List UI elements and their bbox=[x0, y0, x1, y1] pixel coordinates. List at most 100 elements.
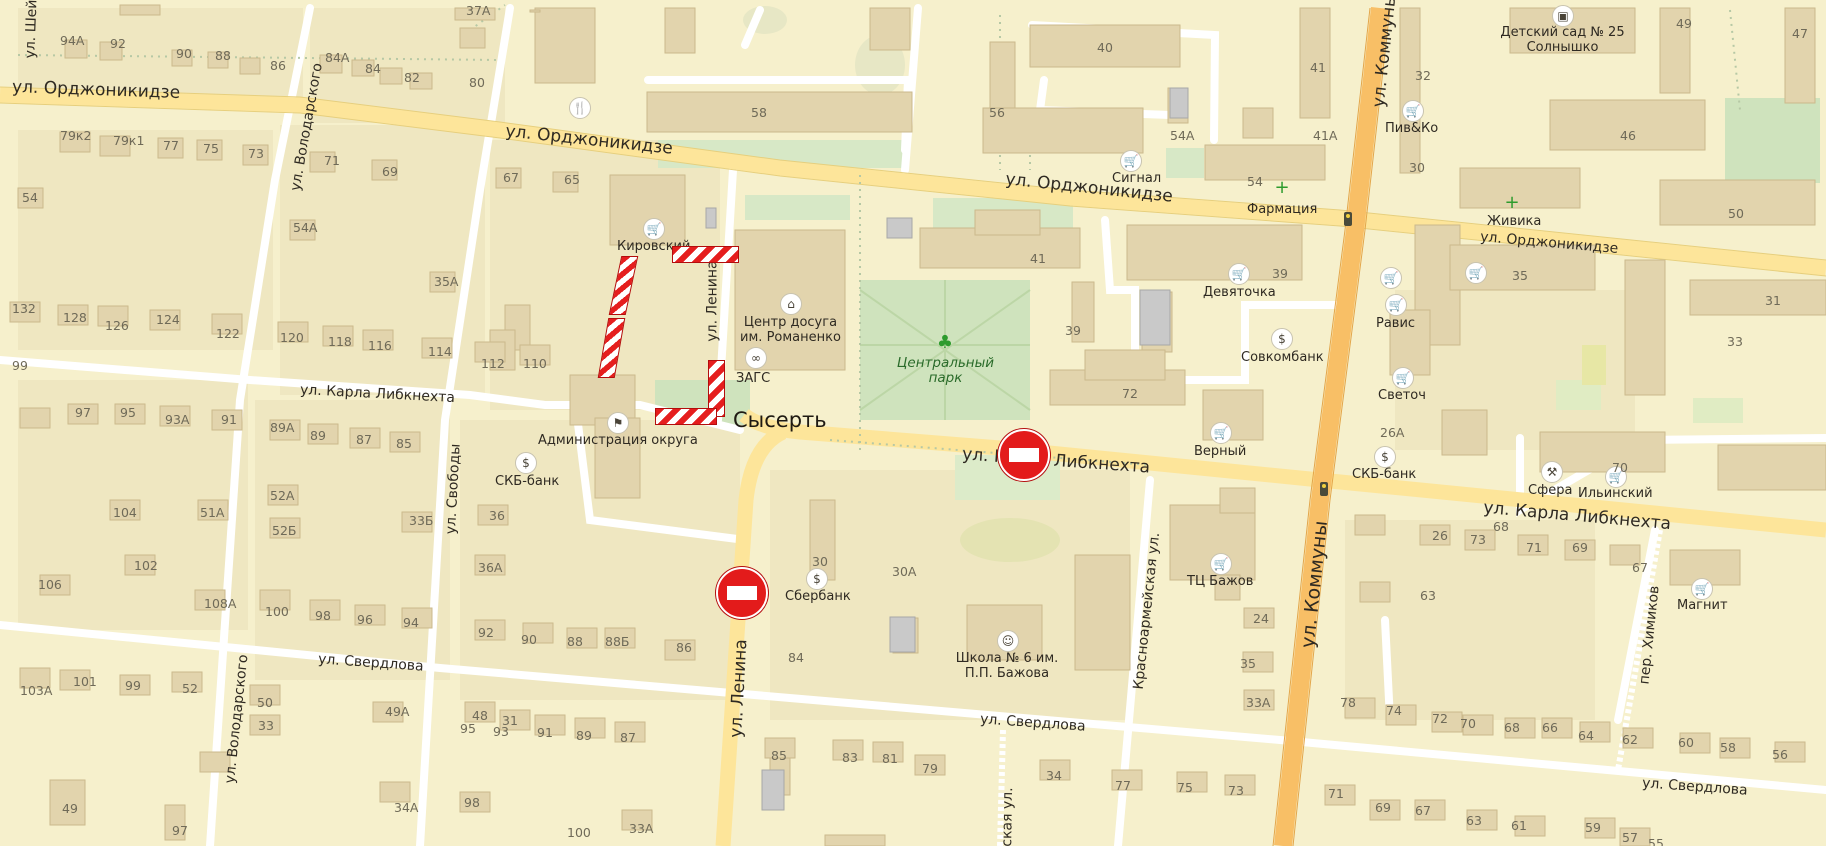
house-number: 77 bbox=[1115, 778, 1131, 793]
park-label[interactable]: Центральный парк bbox=[896, 355, 995, 386]
house-number: 69 bbox=[1572, 540, 1588, 555]
poi-skb-bank-1[interactable]: СКБ-банк bbox=[495, 474, 560, 489]
road-barrier[interactable] bbox=[672, 246, 739, 263]
cart-icon[interactable]: 🛒 bbox=[1465, 262, 1487, 284]
house-number: 33А bbox=[629, 821, 654, 836]
flag-icon[interactable]: ⚑ bbox=[607, 412, 629, 434]
cart-icon[interactable]: 🛒 bbox=[1228, 263, 1250, 285]
poi-administraciya[interactable]: Администрация округа bbox=[538, 433, 698, 448]
house-number: 73 bbox=[1228, 783, 1244, 798]
major-roads bbox=[0, 87, 1826, 846]
poi-sovkombank[interactable]: Совкомбанк bbox=[1241, 350, 1324, 365]
cart-icon[interactable]: 🛒 bbox=[643, 218, 665, 240]
no-entry-sign[interactable] bbox=[998, 429, 1050, 481]
house-number: 35 bbox=[1512, 268, 1528, 283]
pharmacy-icon[interactable]: + bbox=[1504, 192, 1520, 213]
museum-icon[interactable]: ⌂ bbox=[780, 293, 802, 315]
street-label-krasnoarmeiskaya-2: ская ул. bbox=[999, 787, 1017, 846]
buildings bbox=[49, 4, 1826, 846]
poi-tc-bazhov[interactable]: ТЦ Бажов bbox=[1187, 574, 1254, 589]
house-number: 97 bbox=[172, 823, 188, 838]
house-number: 126 bbox=[105, 318, 129, 333]
poi-signal[interactable]: Сигнал bbox=[1112, 171, 1162, 186]
poi-ilyinsky[interactable]: Ильинский bbox=[1578, 486, 1653, 501]
cart-icon[interactable]: 🛒 bbox=[1605, 466, 1627, 488]
poi-shkola[interactable]: Школа № 6 им. П.П. Бажова bbox=[955, 651, 1059, 681]
cart-icon[interactable]: 🛒 bbox=[1691, 578, 1713, 600]
kindergarten-icon[interactable]: ▣ bbox=[1552, 5, 1574, 27]
dollar-icon[interactable]: $ bbox=[515, 452, 537, 474]
poi-pivko[interactable]: Пив&Ко bbox=[1385, 121, 1439, 136]
house-number: 49 bbox=[1676, 16, 1692, 31]
house-number: 90 bbox=[521, 632, 537, 647]
poi-centr-dosuga[interactable]: Центр досуга им. Романенко bbox=[740, 315, 841, 345]
poi-sfera[interactable]: Сфера bbox=[1528, 483, 1573, 498]
house-number: 78 bbox=[1340, 695, 1356, 710]
house-number: 49 bbox=[62, 801, 78, 816]
house-number: 73 bbox=[1470, 532, 1486, 547]
pharmacy-icon[interactable]: + bbox=[1274, 177, 1290, 198]
house-number: 74 bbox=[1386, 703, 1402, 718]
house-number: 85 bbox=[396, 436, 412, 451]
house-number: 46 bbox=[1620, 128, 1636, 143]
house-number: 71 bbox=[324, 153, 340, 168]
no-entry-sign[interactable] bbox=[716, 567, 768, 619]
poi-detsky-sad[interactable]: Детский сад № 25 Солнышко bbox=[1500, 25, 1625, 55]
poi-skb-bank-2[interactable]: СКБ-банк bbox=[1352, 467, 1417, 482]
park-tree-icon[interactable]: ♣ bbox=[936, 332, 954, 353]
poi-zags[interactable]: ЗАГС bbox=[736, 371, 771, 386]
cart-icon[interactable]: 🛒 bbox=[1385, 294, 1407, 316]
house-number: 55 bbox=[1648, 836, 1664, 846]
restaurant-icon[interactable]: 🍴 bbox=[569, 97, 591, 119]
house-number: 34А bbox=[394, 800, 419, 815]
house-number: 63 bbox=[1466, 813, 1482, 828]
cart-icon[interactable]: 🛒 bbox=[1210, 422, 1232, 444]
house-number: 112 bbox=[481, 356, 505, 371]
house-number: 84 bbox=[365, 61, 381, 76]
house-number: 79к1 bbox=[113, 133, 145, 148]
poi-farmaciya[interactable]: Фармация bbox=[1247, 202, 1318, 217]
house-number: 49А bbox=[385, 704, 410, 719]
house-number: 108А bbox=[204, 596, 237, 611]
house-number: 50 bbox=[257, 695, 273, 710]
cart-icon[interactable]: 🛒 bbox=[1120, 150, 1142, 172]
cart-icon[interactable]: 🛒 bbox=[1380, 267, 1402, 289]
dollar-icon[interactable]: $ bbox=[1271, 328, 1293, 350]
house-number: 69 bbox=[1375, 800, 1391, 815]
house-number: 63 bbox=[1420, 588, 1436, 603]
house-number: 96 bbox=[357, 612, 373, 627]
house-number: 24 bbox=[1253, 611, 1269, 626]
dollar-icon[interactable]: $ bbox=[806, 568, 828, 590]
dollar-icon[interactable]: $ bbox=[1374, 446, 1396, 468]
poi-verny[interactable]: Верный bbox=[1194, 444, 1247, 459]
house-number: 110 bbox=[523, 356, 547, 371]
rings-icon[interactable]: ∞ bbox=[745, 347, 767, 369]
poi-svetoch[interactable]: Светоч bbox=[1378, 388, 1426, 403]
house-number: 91 bbox=[221, 412, 237, 427]
hardware-icon[interactable]: ⚒ bbox=[1541, 461, 1563, 483]
house-number: 33 bbox=[258, 718, 274, 733]
cart-icon[interactable]: 🛒 bbox=[1402, 100, 1424, 122]
house-number: 33 bbox=[1727, 334, 1743, 349]
house-number: 64 bbox=[1578, 728, 1594, 743]
house-number: 26А bbox=[1380, 425, 1405, 440]
house-number: 41А bbox=[1313, 128, 1338, 143]
house-number: 70 bbox=[1460, 716, 1476, 731]
poi-devyatochka[interactable]: Девяточка bbox=[1203, 285, 1276, 300]
house-number: 99 bbox=[125, 678, 141, 693]
cart-icon[interactable]: 🛒 bbox=[1392, 367, 1414, 389]
poi-sberbank[interactable]: Сбербанк bbox=[785, 589, 851, 604]
house-number: 116 bbox=[368, 338, 392, 353]
school-icon[interactable]: ☺ bbox=[997, 630, 1019, 652]
house-number: 68 bbox=[1493, 519, 1509, 534]
house-number: 54 bbox=[22, 190, 38, 205]
house-number: 83 bbox=[842, 750, 858, 765]
cart-icon[interactable]: 🛒 bbox=[1210, 553, 1232, 575]
house-number: 30 bbox=[812, 554, 828, 569]
poi-zhivika[interactable]: Живика bbox=[1487, 214, 1542, 229]
poi-ravis[interactable]: Равис bbox=[1376, 316, 1416, 331]
road-barrier[interactable] bbox=[655, 408, 717, 425]
house-number: 54А bbox=[1170, 128, 1195, 143]
poi-magnit[interactable]: Магнит bbox=[1677, 598, 1728, 613]
